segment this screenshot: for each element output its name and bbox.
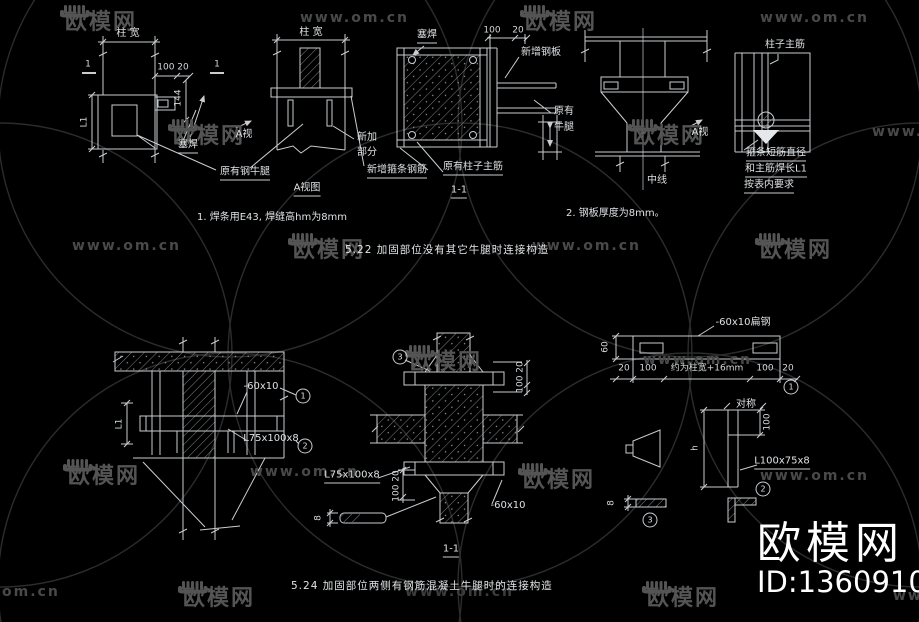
- label-existing-line2: 牛腿: [554, 122, 574, 133]
- watermark-logo: 欧模网: [628, 118, 705, 150]
- dim-8: 8: [606, 500, 617, 506]
- section-mark-1: 1: [214, 59, 220, 70]
- detail1-corbel-elevation: [82, 36, 252, 171]
- corner-brand-logo: 欧模网: [757, 518, 904, 569]
- watermark-url: www.om.cn: [405, 584, 515, 600]
- label-centerline: 中线: [647, 175, 667, 186]
- detail2-a-view: [249, 34, 365, 169]
- watermark-url: www.om.cn: [532, 238, 642, 254]
- dim-100: 100: [639, 363, 657, 374]
- dim-20: 20: [782, 363, 794, 374]
- watermark-url-partial: www.: [893, 588, 919, 604]
- dim-100-vertical: 100: [762, 413, 773, 431]
- dim-20-100-vertical: 100 20: [391, 470, 402, 502]
- dim-column-width: 柱 宽: [116, 28, 140, 39]
- caption-section-1-1: 1-1: [450, 185, 468, 199]
- watermark-logo: 欧模网: [63, 458, 140, 490]
- dim-20: 20: [512, 25, 524, 36]
- dim-column-width: 柱 宽: [299, 27, 323, 38]
- label-new-part-line2: 部分: [357, 147, 377, 158]
- label-new-hoop-bars: 新增箍条钢筋: [367, 165, 427, 179]
- dim-8: 8: [313, 515, 324, 521]
- label-plug-weld: 塞焊: [417, 30, 437, 44]
- watermark-url-partial: om.cn: [2, 584, 60, 600]
- view-marker-a: A视: [691, 127, 709, 138]
- dim-144: 144: [173, 89, 184, 107]
- label-angle-l75x100x8: L75x100x8: [324, 470, 380, 484]
- label-column-main-bars: 柱子主筋: [765, 40, 805, 54]
- tag-circle-1: 1: [783, 379, 799, 395]
- watermark-logo: 欧模网: [168, 118, 245, 150]
- note-2: 2. 钢板厚度为8mm。: [566, 208, 665, 219]
- watermark-logo: 欧模网: [288, 232, 365, 264]
- label-new-steel-plate: 新增钢板: [521, 47, 561, 58]
- watermark-url: www.om.cn: [760, 468, 870, 484]
- watermark-url: www.om.cn: [250, 464, 360, 480]
- watermark-url: www.om.cn: [72, 238, 182, 254]
- dim-100-20: 100 20: [157, 62, 189, 73]
- detail7-section-1-1: [326, 332, 531, 527]
- watermark-logo: 欧模网: [405, 344, 482, 376]
- dim-20: 20: [618, 363, 630, 374]
- label-flat-steel-60x10: -60x10扁钢: [715, 317, 771, 328]
- section-mark-1: 1: [85, 59, 91, 70]
- tag-circle-1: 1: [295, 388, 311, 404]
- note-per-table: 按表内要求: [744, 180, 794, 194]
- label-plug-weld: 塞焊: [178, 140, 198, 154]
- caption-section-1-1: 1-1: [442, 544, 460, 558]
- watermark-url: www.om.cn: [760, 10, 870, 26]
- dim-l1: L1: [79, 116, 90, 128]
- label-angle-l75x100x8: L75x100x8: [243, 433, 299, 444]
- dim-60: 60: [600, 341, 611, 353]
- watermark-url: www.om.cn: [643, 352, 753, 368]
- watermark-url-partial: www.: [872, 124, 919, 140]
- label-existing-steel-corbel: 原有钢牛腿: [220, 167, 270, 181]
- watermark-logo: 欧模网: [60, 4, 137, 36]
- label-angle-l100x75x8: L100x75x8: [754, 456, 810, 470]
- tag-circle-2: 2: [755, 481, 771, 497]
- label-new-part-line1: 新加: [357, 132, 377, 143]
- label-existing-main-bars: 原有柱子主筋: [443, 162, 503, 176]
- detail6-corbel-side-elevation: [112, 337, 300, 540]
- watermark-logo: 欧模网: [518, 462, 595, 494]
- tag-circle-3: 3: [642, 512, 658, 528]
- detail8-plate-and-angle-details: [610, 325, 801, 523]
- dim-l1: L1: [114, 418, 125, 430]
- detail5-bar-weld-detail: [734, 52, 811, 153]
- dim-approx-column-width: 约为柱宽+16mm: [670, 363, 744, 374]
- watermark-url: www.om.cn: [300, 10, 410, 26]
- dim-h: h: [690, 445, 701, 451]
- tag-circle-3: 3: [392, 349, 408, 365]
- note-weld-length: 和主筋焊长L1: [745, 164, 807, 178]
- dim-100: 100: [483, 25, 501, 36]
- watermark-logo: 欧模网: [520, 4, 597, 36]
- detail3-section-1-1: [396, 34, 562, 173]
- label-symmetry: 对称: [736, 399, 756, 410]
- figure-caption-5-24: 5.24 加固部位两侧有钢筋混凝土牛腿时的连接构造: [291, 580, 553, 592]
- watermark-logo: 欧模网: [178, 580, 255, 612]
- label-existing-line1: 原有: [554, 106, 574, 117]
- tag-circle-2: 2: [297, 438, 313, 454]
- note-hoop-bar-diameter: 箍条短筋直径: [746, 148, 806, 162]
- dim-100: 100: [756, 363, 774, 374]
- view-marker-a: A视: [235, 129, 253, 140]
- watermark-logo: 欧模网: [755, 232, 832, 264]
- label-flat-bar-60x10: -60x10: [243, 381, 279, 392]
- watermark-logo: 欧模网: [642, 580, 719, 612]
- detail4-symmetric-elevation: [580, 28, 712, 190]
- figure-caption-5-22: 5.22 加固部位没有其它牛腿时连接构造: [345, 244, 550, 256]
- corner-brand: 欧模网 ID:1360910: [757, 522, 919, 597]
- caption-a-view: A视图: [293, 183, 321, 197]
- label-flat-bar-60x10: -60x10: [490, 500, 526, 511]
- note-1: 1. 焊条用E43, 焊缝高hm为8mm: [197, 212, 348, 223]
- corner-brand-id: ID:1360910: [757, 565, 919, 599]
- dim-100-20-vertical: 100 20: [515, 361, 526, 393]
